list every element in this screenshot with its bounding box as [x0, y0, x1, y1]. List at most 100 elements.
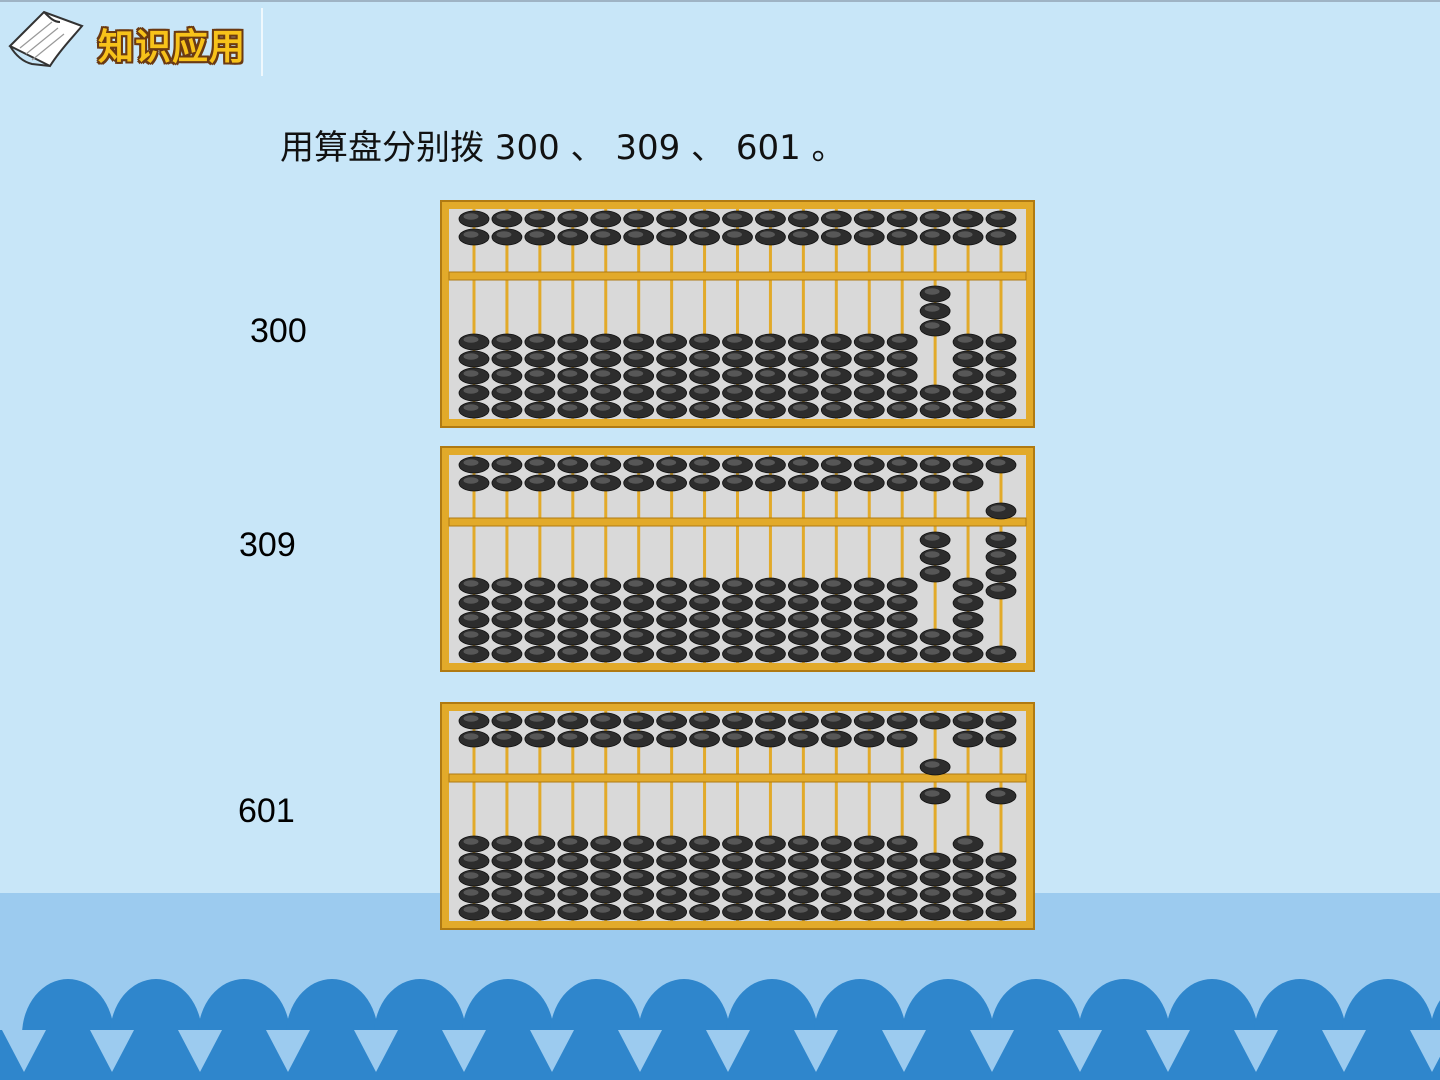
- bead-highlight: [595, 213, 611, 220]
- bead-highlight: [628, 597, 644, 604]
- wave-notch: [2, 1030, 46, 1072]
- bead-highlight: [792, 231, 808, 238]
- bead-highlight: [595, 404, 611, 411]
- bead-highlight: [628, 855, 644, 862]
- bead-highlight: [595, 838, 611, 845]
- bead-highlight: [858, 838, 874, 845]
- bead-highlight: [990, 715, 1006, 722]
- bead-highlight: [957, 459, 973, 466]
- bead-highlight: [694, 614, 710, 621]
- bead-highlight: [463, 477, 479, 484]
- bead-highlight: [825, 631, 841, 638]
- bead-highlight: [496, 614, 512, 621]
- bead-highlight: [924, 715, 940, 722]
- bead-highlight: [595, 387, 611, 394]
- bead-highlight: [727, 213, 742, 220]
- bead-highlight: [792, 631, 808, 638]
- bead-highlight: [924, 631, 940, 638]
- bead-highlight: [891, 370, 907, 377]
- wave-notch: [1410, 1030, 1440, 1072]
- bead-highlight: [595, 648, 611, 655]
- bead-highlight: [562, 889, 578, 896]
- bead-highlight: [957, 387, 973, 394]
- bead-highlight: [694, 387, 710, 394]
- bead-highlight: [858, 614, 874, 621]
- bead-highlight: [924, 551, 940, 558]
- abacus-309: [440, 446, 1035, 672]
- bead-highlight: [924, 889, 940, 896]
- bead-highlight: [825, 614, 841, 621]
- bead-highlight: [529, 459, 545, 466]
- bead-highlight: [759, 370, 775, 377]
- bead-highlight: [924, 387, 940, 394]
- bead-highlight: [595, 631, 611, 638]
- abacus-beam: [448, 773, 1027, 783]
- bead-highlight: [628, 231, 644, 238]
- bead-highlight: [595, 855, 611, 862]
- bead-highlight: [529, 370, 545, 377]
- bead-highlight: [858, 213, 874, 220]
- bead-highlight: [463, 353, 479, 360]
- bead-highlight: [463, 213, 479, 220]
- bead-highlight: [727, 648, 742, 655]
- bead-highlight: [694, 597, 710, 604]
- bead-highlight: [628, 872, 644, 879]
- bead-highlight: [496, 387, 512, 394]
- bead-highlight: [496, 597, 512, 604]
- bead-highlight: [891, 404, 907, 411]
- bead-highlight: [858, 715, 874, 722]
- bead-highlight: [595, 872, 611, 879]
- bead-highlight: [825, 872, 841, 879]
- bead-highlight: [891, 733, 907, 740]
- bead-highlight: [463, 404, 479, 411]
- wave-notch: [1146, 1030, 1190, 1072]
- bead-highlight: [924, 288, 940, 295]
- bead-highlight: [694, 353, 710, 360]
- bead-highlight: [825, 404, 841, 411]
- bead-highlight: [694, 336, 710, 343]
- bead-highlight: [661, 477, 677, 484]
- bead-highlight: [628, 733, 644, 740]
- bead-highlight: [792, 353, 808, 360]
- bead-highlight: [759, 231, 775, 238]
- bead-highlight: [529, 855, 545, 862]
- bead-highlight: [496, 889, 512, 896]
- bead-highlight: [792, 213, 808, 220]
- bead-highlight: [463, 906, 479, 913]
- bead-highlight: [825, 580, 841, 587]
- bead-highlight: [529, 213, 545, 220]
- bead-highlight: [529, 336, 545, 343]
- bead-highlight: [990, 733, 1006, 740]
- bead-highlight: [496, 370, 512, 377]
- bead-highlight: [727, 855, 742, 862]
- bead-highlight: [825, 838, 841, 845]
- bead-highlight: [496, 838, 512, 845]
- bead-highlight: [759, 580, 775, 587]
- bead-highlight: [891, 855, 907, 862]
- bead-highlight: [694, 872, 710, 879]
- bead-highlight: [858, 459, 874, 466]
- bead-highlight: [924, 761, 940, 768]
- bead-highlight: [924, 790, 940, 797]
- bead-highlight: [858, 872, 874, 879]
- bead-highlight: [858, 580, 874, 587]
- bead-highlight: [496, 631, 512, 638]
- bead-highlight: [825, 387, 841, 394]
- bead-highlight: [858, 404, 874, 411]
- bead-highlight: [661, 353, 677, 360]
- bead-highlight: [661, 387, 677, 394]
- bead-highlight: [562, 872, 578, 879]
- bead-highlight: [661, 838, 677, 845]
- bead-highlight: [825, 733, 841, 740]
- bead-highlight: [990, 534, 1006, 541]
- bead-highlight: [891, 231, 907, 238]
- bead-highlight: [562, 614, 578, 621]
- bead-highlight: [957, 597, 973, 604]
- bead-highlight: [463, 631, 479, 638]
- bead-highlight: [858, 387, 874, 394]
- bead-highlight: [727, 459, 742, 466]
- bead-highlight: [924, 855, 940, 862]
- bead-highlight: [694, 231, 710, 238]
- bead-highlight: [792, 889, 808, 896]
- bead-highlight: [595, 370, 611, 377]
